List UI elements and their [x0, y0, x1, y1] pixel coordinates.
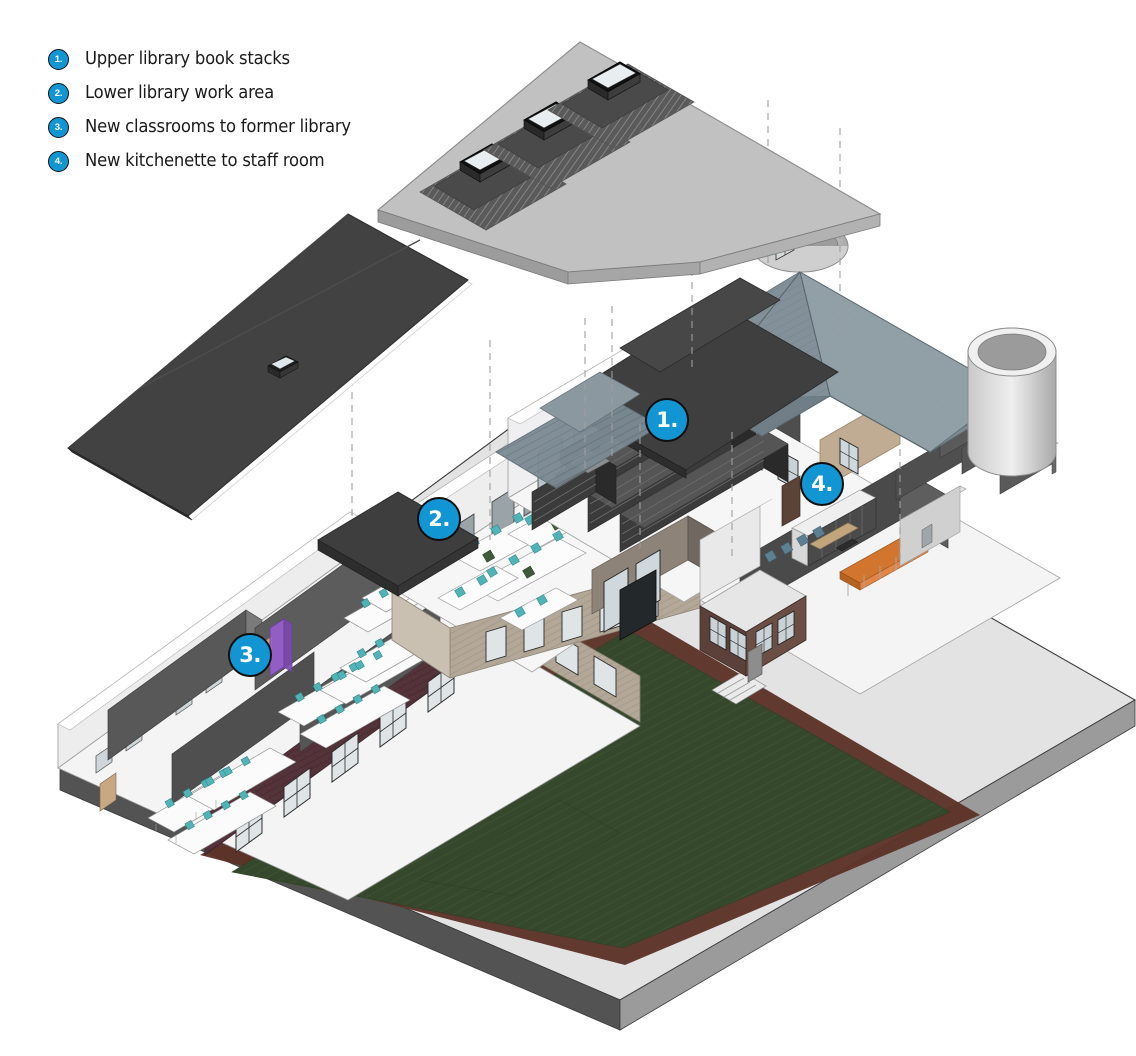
classroom-desks-a	[147, 747, 297, 855]
legend-item-label-4: New kitchenette to staff room	[85, 151, 325, 171]
legend-item-label-1: Upper library book stacks	[85, 49, 290, 69]
roof-skylight-small	[267, 355, 299, 379]
legend-marker-icon-1: 1.	[48, 48, 69, 70]
upper-roof-plate-layer	[376, 41, 882, 285]
legend-item-4: 4. New kitchenette to staff room	[48, 144, 368, 178]
highlight-element-purple	[269, 618, 293, 677]
legend-item-label-3: New classrooms to former library	[85, 117, 351, 137]
legend-marker-icon-4: 4.	[48, 150, 69, 172]
heritage-roof	[495, 219, 1057, 489]
staff-room-wing	[699, 391, 1061, 695]
dark-roof-plane-layer	[67, 213, 473, 521]
legend-item-1: 1. Upper library book stacks	[48, 42, 368, 76]
kitchenette-units	[791, 489, 877, 567]
legend-marker-icon-2: 2.	[48, 82, 69, 104]
skylight-well-3	[547, 61, 695, 149]
diagram-marker-3[interactable]: 3.	[228, 633, 272, 677]
diagram-marker-2[interactable]: 2.	[417, 497, 461, 541]
diagram-marker-4[interactable]: 4.	[800, 462, 844, 506]
legend-item-2: 2. Lower library work area	[48, 76, 368, 110]
legend-item-3: 3. New classrooms to former library	[48, 110, 368, 144]
diagram-marker-1[interactable]: 1.	[645, 398, 689, 442]
cylindrical-tower-front	[967, 327, 1057, 477]
heritage-bay-window	[699, 569, 807, 683]
legend-item-label-2: Lower library work area	[85, 83, 274, 103]
legend: 1. Upper library book stacks 2. Lower li…	[48, 42, 368, 178]
legend-marker-icon-3: 3.	[48, 116, 69, 138]
